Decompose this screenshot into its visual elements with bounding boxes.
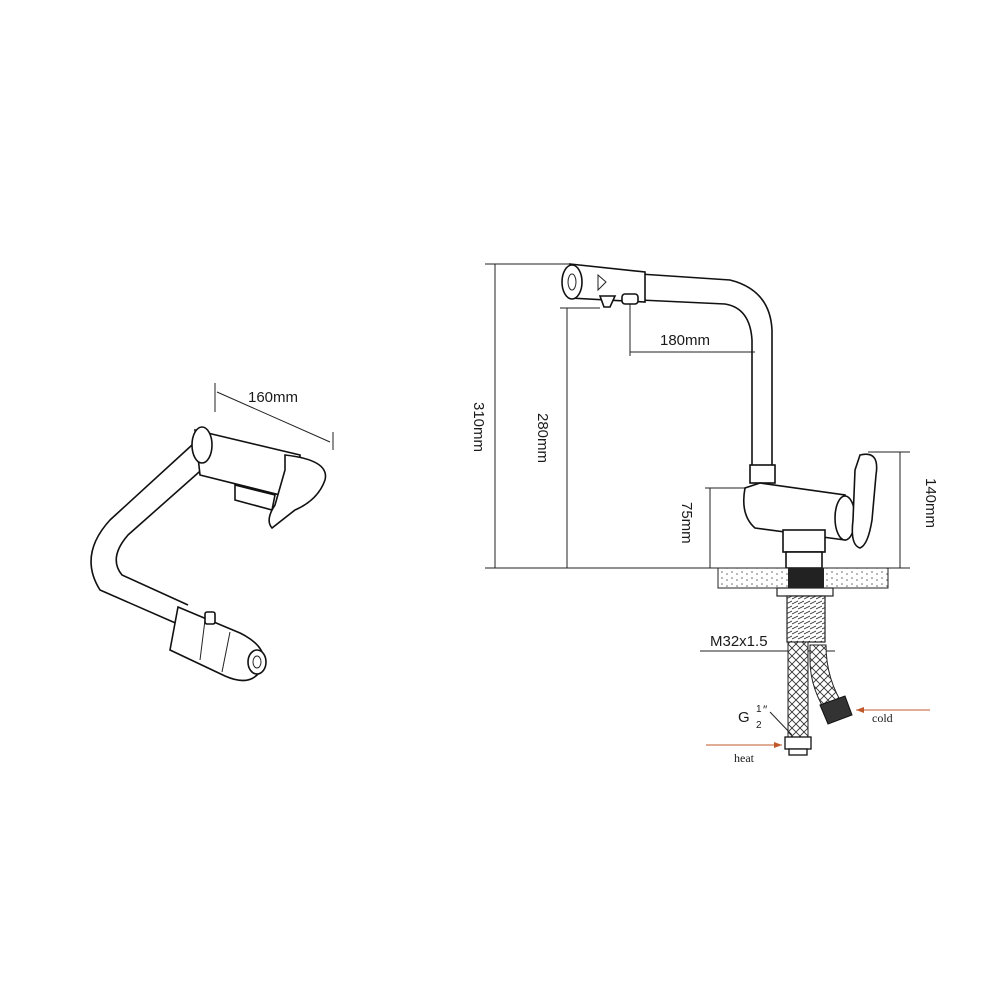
hose-thread-numerator: 1 [756, 704, 762, 715]
threaded-shank [776, 587, 834, 643]
cold-inlet: cold [856, 707, 930, 725]
dimension-label-180mm: 180mm [660, 332, 710, 349]
dimension-75mm: 75mm [678, 487, 745, 568]
dimension-160mm: 160mm [214, 383, 334, 450]
hose-thread-mark: ″ [763, 703, 768, 717]
side-view-handle [851, 453, 878, 549]
dimension-label-140mm: 140mm [922, 478, 939, 528]
side-view-spout [639, 273, 776, 484]
dimension-label-280mm: 280mm [534, 413, 551, 463]
thread-size-label: M32x1.5 [710, 633, 768, 650]
dimension-280mm: 280mm [534, 307, 600, 568]
side-view-spray-head [561, 263, 646, 308]
side-view: 310mm 280mm 180mm 75mm 140mm [470, 263, 939, 765]
hose-thread-letter: G [738, 709, 750, 726]
cold-label: cold [872, 711, 893, 725]
heat-label: heat [734, 751, 755, 765]
dimension-140mm: 140mm [868, 451, 939, 568]
hose-thread-label: G 1 2 ″ [738, 703, 793, 736]
hose-thread-denominator: 2 [756, 720, 762, 731]
top-view: 160mm [90, 383, 334, 682]
dimension-180mm: 180mm [629, 300, 755, 356]
heat-inlet: heat [706, 742, 782, 765]
countertop-hole [788, 568, 824, 588]
hoses [784, 641, 853, 756]
side-view-body [742, 482, 856, 569]
top-view-body [191, 426, 327, 530]
dimension-label-75mm: 75mm [678, 502, 695, 544]
top-view-spout [90, 444, 208, 626]
dimension-310mm: 310mm [470, 263, 570, 568]
dimension-label-310mm: 310mm [470, 402, 487, 452]
top-view-spray-head [169, 605, 267, 682]
dimension-label-160mm: 160mm [248, 389, 298, 406]
